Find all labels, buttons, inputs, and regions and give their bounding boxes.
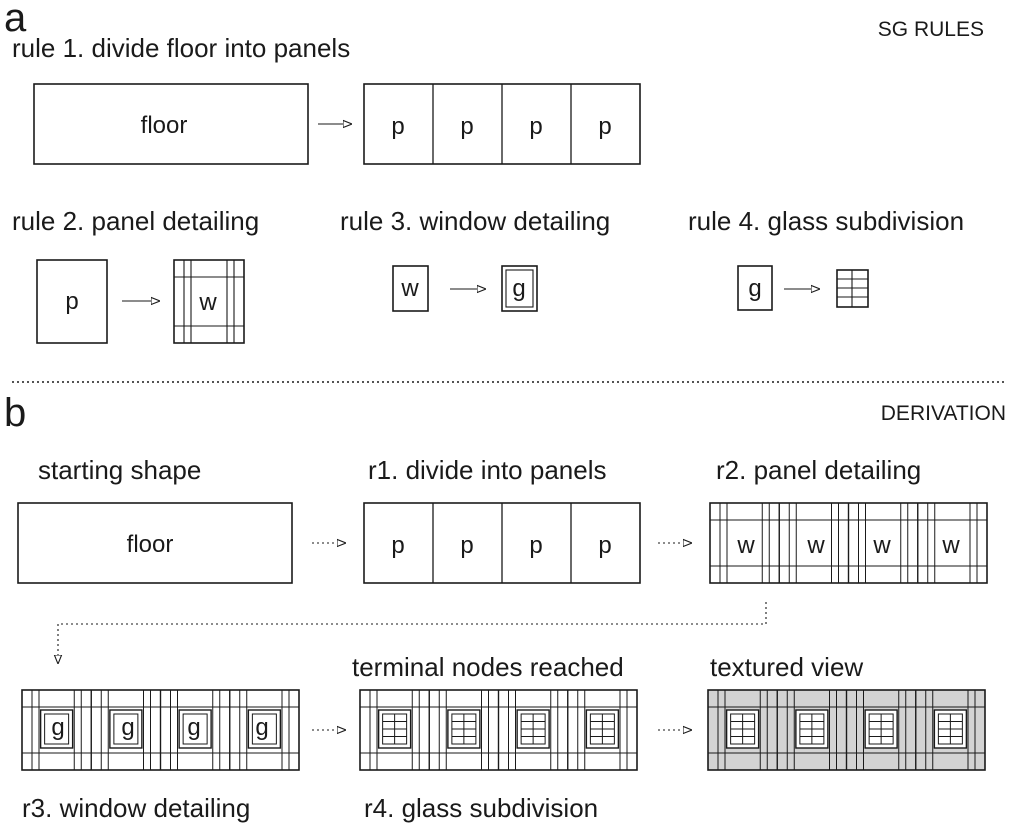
rule-1-floor-box	[33, 83, 309, 165]
rule-2-detailed-panel	[173, 259, 245, 344]
rule-2-panel-label: p	[65, 288, 78, 315]
r3-detailed-strip	[21, 689, 300, 771]
window-frame-inner	[251, 713, 277, 745]
sg-rules-header: SG RULES	[878, 18, 984, 41]
rule-1-panel-label: p	[598, 113, 611, 140]
section-b-letter: b	[4, 391, 26, 435]
rule-4-title: rule 4. glass subdivision	[688, 206, 964, 236]
r2-window-label: w	[872, 532, 891, 559]
rule-4-glass-label: g	[748, 275, 761, 302]
window-frame	[109, 709, 143, 749]
r3-glass-label: g	[187, 714, 200, 741]
window-frame-inner	[113, 713, 139, 745]
derivation-connector	[58, 602, 767, 664]
window-frame	[39, 709, 74, 749]
r3-glass-label: g	[121, 714, 134, 741]
rule-4-glass-box	[737, 265, 773, 311]
rule-3-title: rule 3. window detailing	[340, 206, 610, 236]
rule-3-frame-outer	[501, 265, 538, 312]
rule-4: rule 4. glass subdivision g	[688, 206, 964, 311]
r3-glass-label: g	[51, 714, 64, 741]
r1-panel-label: p	[460, 532, 473, 559]
window-frame-inner	[182, 713, 208, 745]
r2-detailed-strip	[709, 502, 988, 584]
rule-3: rule 3. window detailing w g	[340, 206, 610, 312]
step-r1-title: r1. divide into panels	[368, 455, 606, 485]
rule-1-floor-label: floor	[141, 112, 188, 139]
section-a-letter: a	[4, 0, 27, 40]
step-textured: textured view	[707, 652, 986, 771]
step-r3-title: r3. window detailing	[22, 793, 250, 823]
r2-window-label: w	[941, 532, 960, 559]
r3-glass-label: g	[255, 714, 268, 741]
window-frame	[247, 709, 282, 749]
section-b: b DERIVATION starting shape floor r1. di…	[4, 391, 1006, 823]
rule-2-panel-box	[36, 259, 108, 344]
r1-panel-label: p	[598, 532, 611, 559]
starting-floor-label: floor	[127, 531, 174, 558]
step-r2-title: r2. panel detailing	[716, 455, 921, 485]
rule-3-window-box	[392, 265, 429, 312]
rule-2: rule 2. panel detailing p w	[12, 206, 259, 344]
section-a: a SG RULES rule 1. divide floor into pan…	[4, 0, 1004, 383]
r2-window-label: w	[806, 532, 825, 559]
step-r1: r1. divide into panels p p p p	[363, 455, 692, 584]
rule-1-panel-label: p	[391, 113, 404, 140]
step-r4-title: r4. glass subdivision	[364, 793, 598, 823]
textured-strip	[707, 689, 986, 771]
rule-1-panel-label: p	[460, 113, 473, 140]
rule-1: rule 1. divide floor into panels floor p…	[12, 33, 641, 165]
step-r3: g g g g r3. window detailing	[21, 689, 346, 823]
window-frame-inner	[44, 713, 70, 745]
rule-1-panel-label: p	[529, 113, 542, 140]
rule-1-title: rule 1. divide floor into panels	[12, 33, 350, 63]
step-terminal-title: terminal nodes reached	[352, 652, 624, 682]
step-start-title: starting shape	[38, 455, 201, 485]
step-r2: r2. panel detailing w w w w	[709, 455, 988, 584]
step-textured-title: textured view	[710, 652, 863, 682]
r1-panel-label: p	[391, 532, 404, 559]
step-start: starting shape floor	[17, 455, 346, 584]
window-frame	[178, 709, 212, 749]
derivation-header: DERIVATION	[881, 402, 1006, 425]
rule-3-window-label: w	[400, 275, 419, 302]
r2-window-label: w	[736, 532, 755, 559]
step-r4: terminal nodes reached r4. glass subdivi…	[352, 652, 692, 823]
rule-2-title: rule 2. panel detailing	[12, 206, 259, 236]
r4-detailed-strip	[359, 689, 638, 771]
r1-panel-label: p	[529, 532, 542, 559]
rule-3-glass-label: g	[512, 275, 525, 302]
starting-floor-box	[17, 502, 293, 584]
rule-3-frame-inner	[505, 269, 534, 308]
rule-2-window-label: w	[198, 289, 217, 316]
rule-4-subdivided-glass	[836, 269, 869, 308]
